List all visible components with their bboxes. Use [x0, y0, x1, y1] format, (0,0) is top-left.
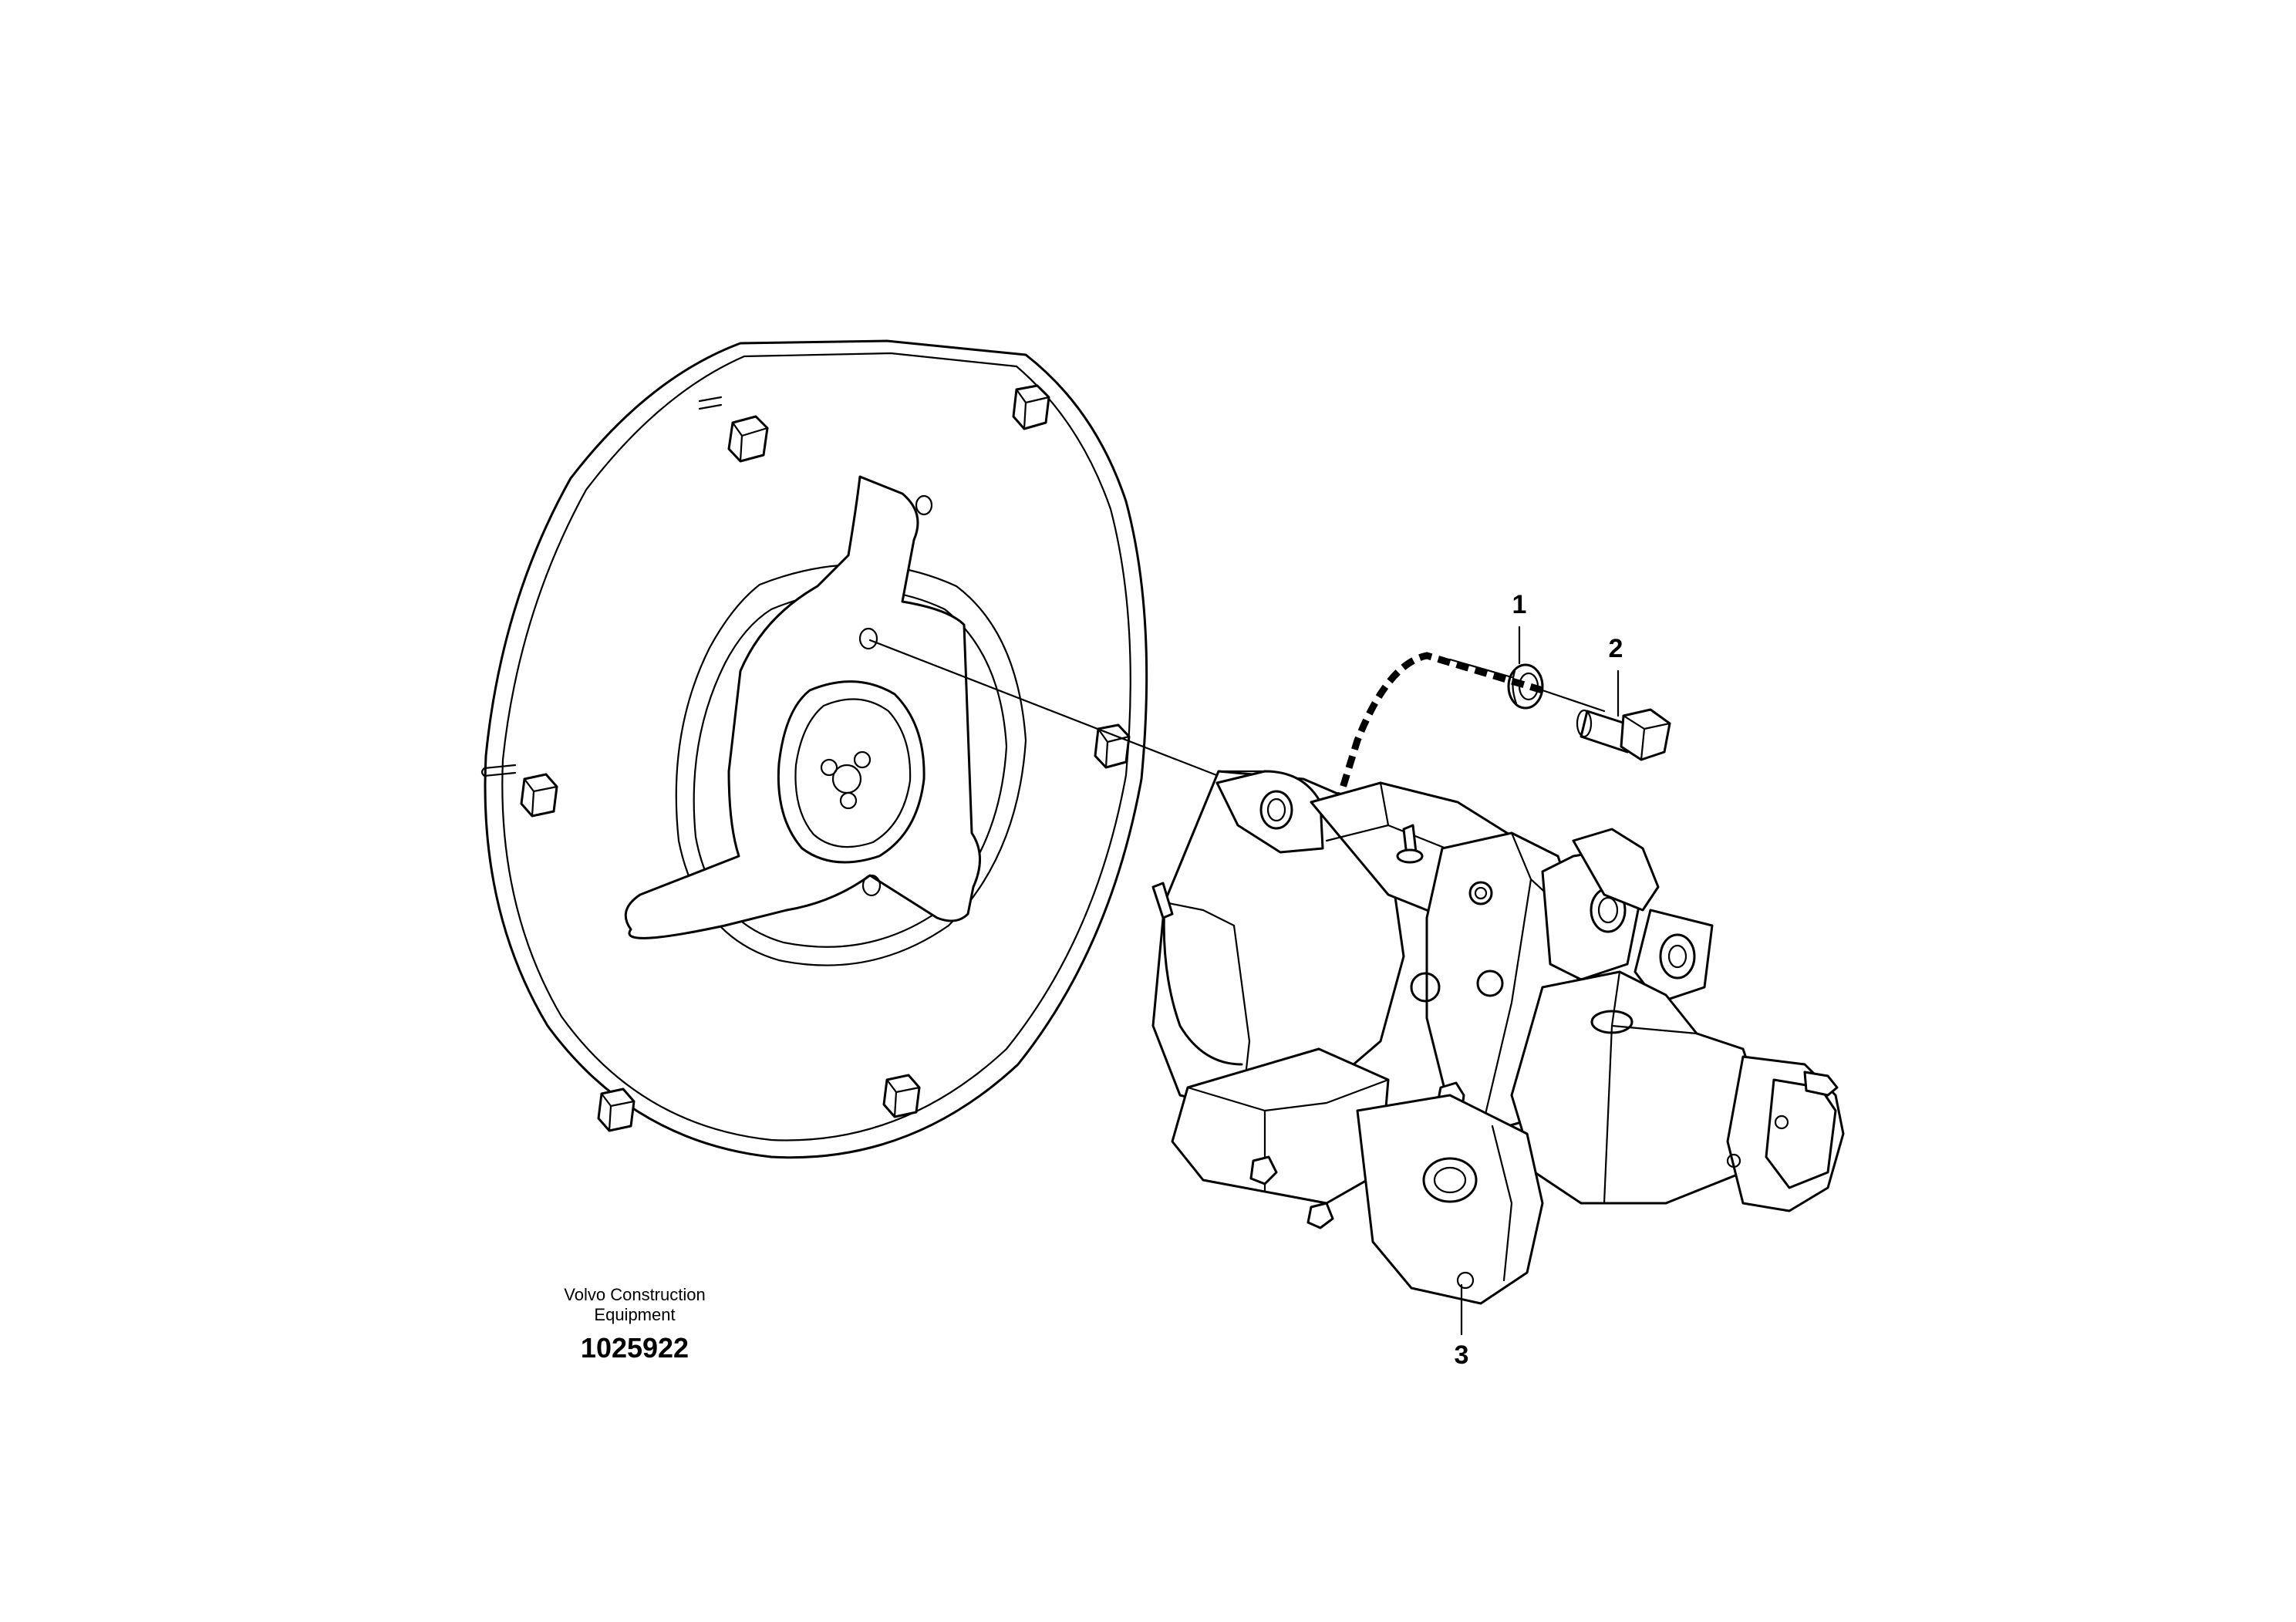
dashed-alignment-line [1317, 652, 1544, 862]
figure-number: 1025922 [581, 1332, 689, 1364]
alignment-line [868, 639, 1283, 802]
callout-2: 2 [1609, 634, 1623, 663]
housing-bolt [1012, 384, 1050, 430]
housing-bolt [727, 415, 769, 463]
housing-bolt [1094, 723, 1131, 769]
callout-3: 1 [1512, 590, 1527, 619]
caption-company-line2: Equipment [594, 1305, 675, 1324]
hydraulic-pump-assembly[interactable] [1151, 770, 1845, 1305]
caption-company-line1: Volvo Construction [564, 1285, 705, 1304]
housing-bolt [520, 773, 558, 818]
lock-washer-icon[interactable] [1507, 663, 1544, 710]
hex-bolt-icon[interactable] [1576, 708, 1671, 761]
flywheel-housing-plate[interactable] [480, 339, 1148, 1159]
callout-1: 3 [1455, 1340, 1469, 1370]
housing-bolt [882, 1074, 921, 1118]
housing-bolt [597, 1088, 636, 1132]
alignment-line [1448, 658, 1606, 713]
